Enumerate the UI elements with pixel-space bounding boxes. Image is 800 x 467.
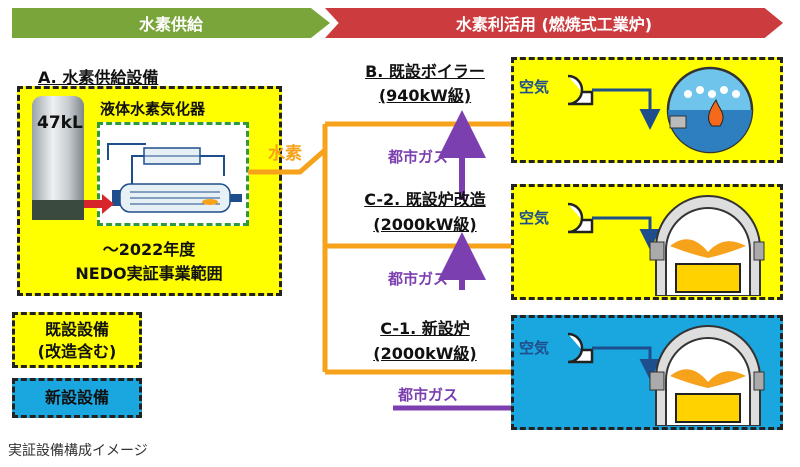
furnace-modified-capacity: (2000kW級) [373, 215, 477, 234]
hydrogen-supply-banner-label: 水素供給 [138, 15, 203, 34]
city-gas-label-boiler: 都市ガス [388, 148, 449, 166]
boiler-title: B. 既設ボイラー [365, 62, 485, 81]
furnace-modified-drawing [567, 195, 765, 296]
vaporizer-drawing [107, 143, 242, 213]
city-gas-label-c2: 都市ガス [388, 270, 449, 288]
furnace-new-drawing [567, 325, 765, 426]
furnace-new-title: C-1. 新設炉 [380, 319, 470, 338]
hydrogen-supply-banner: 水素供給 [12, 8, 330, 38]
air-fan-icon [567, 74, 594, 106]
air-label-c2: 空気 [519, 209, 550, 227]
liquid-hydrogen-tank [32, 96, 84, 220]
hydrogen-use-banner: 水素利活用 (燃焼式工業炉) [325, 8, 783, 38]
city-gas-label-c1: 都市ガス [398, 386, 459, 404]
vaporizer-label: 液体水素気化器 [100, 100, 206, 118]
caption: 実証設備構成イメージ [8, 443, 148, 459]
hydrogen-flow-label: 水素 [268, 144, 302, 164]
hydrogen-use-banner-label: 水素利活用 (燃焼式工業炉) [455, 15, 653, 34]
tank-capacity-label: 47kL [37, 113, 83, 133]
furnace-new-capacity: (2000kW級) [373, 344, 477, 363]
project-scope: NEDO実証事業範囲 [75, 264, 223, 283]
tank-base [32, 200, 84, 220]
project-period: ～2022年度 [102, 240, 196, 259]
air-label-c1: 空気 [519, 339, 550, 357]
legend-existing: 既設設備 (改造含む) [12, 312, 142, 368]
legend-new: 新設設備 [12, 378, 142, 418]
supply-facility-title: A. 水素供給設備 [38, 68, 159, 87]
boiler-capacity: (940kW級) [378, 86, 472, 105]
air-label-boiler: 空気 [519, 78, 550, 96]
tank-to-vaporizer-arrow [84, 194, 114, 214]
boiler-drawing [567, 66, 754, 154]
furnace-modified-title: C-2. 既設炉改造 [364, 190, 486, 209]
